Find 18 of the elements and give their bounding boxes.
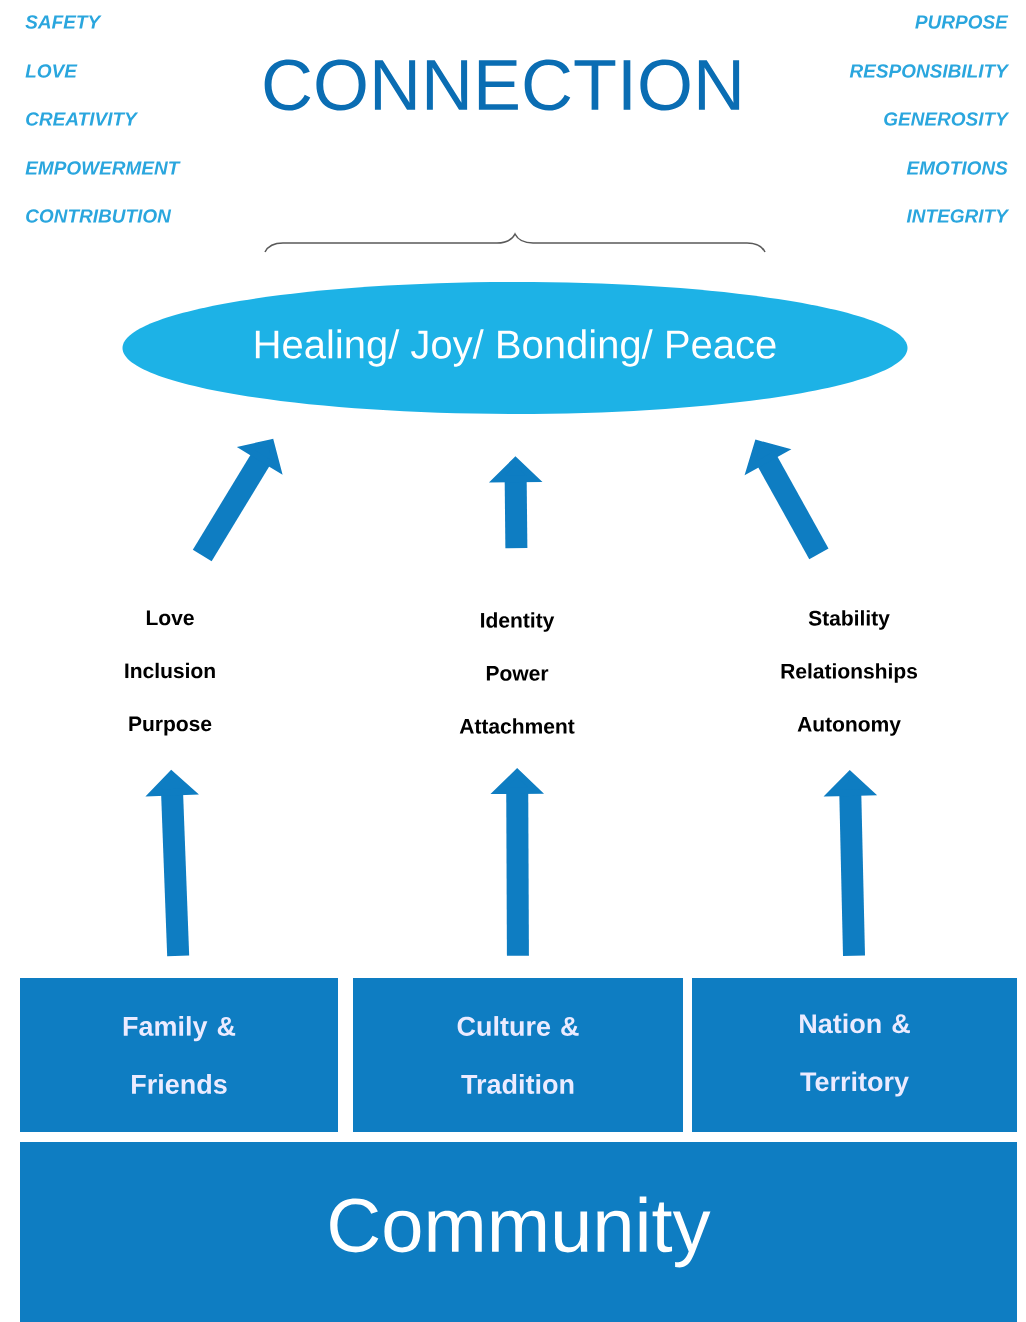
- value-word: CONTRIBUTION: [26, 209, 172, 223]
- category-box: Culture & Tradition: [353, 978, 683, 1132]
- value-word: EMPOWERMENT: [25, 161, 181, 175]
- word-list: Stability Relationships Autonomy: [781, 610, 917, 736]
- word-list: Love Inclusion Purpose: [125, 610, 215, 736]
- base-box: Community: [20, 1142, 1017, 1322]
- value-word: INTEGRITY: [906, 209, 1010, 223]
- value-word: PURPOSE: [915, 15, 1009, 29]
- category-box: Family & Friends: [20, 978, 338, 1132]
- title: CONNECTION: [264, 59, 740, 111]
- category-box: Nation & Territory: [692, 978, 1017, 1132]
- value-word: SAFETY: [25, 15, 102, 29]
- value-word: GENEROSITY: [884, 112, 1010, 126]
- value-word: CREATIVITY: [26, 112, 139, 126]
- value-word: RESPONSIBILITY: [849, 64, 1010, 78]
- word-list: Identity Power Attachment: [459, 612, 575, 734]
- value-word: LOVE: [25, 64, 78, 78]
- value-word: EMOTIONS: [906, 161, 1008, 175]
